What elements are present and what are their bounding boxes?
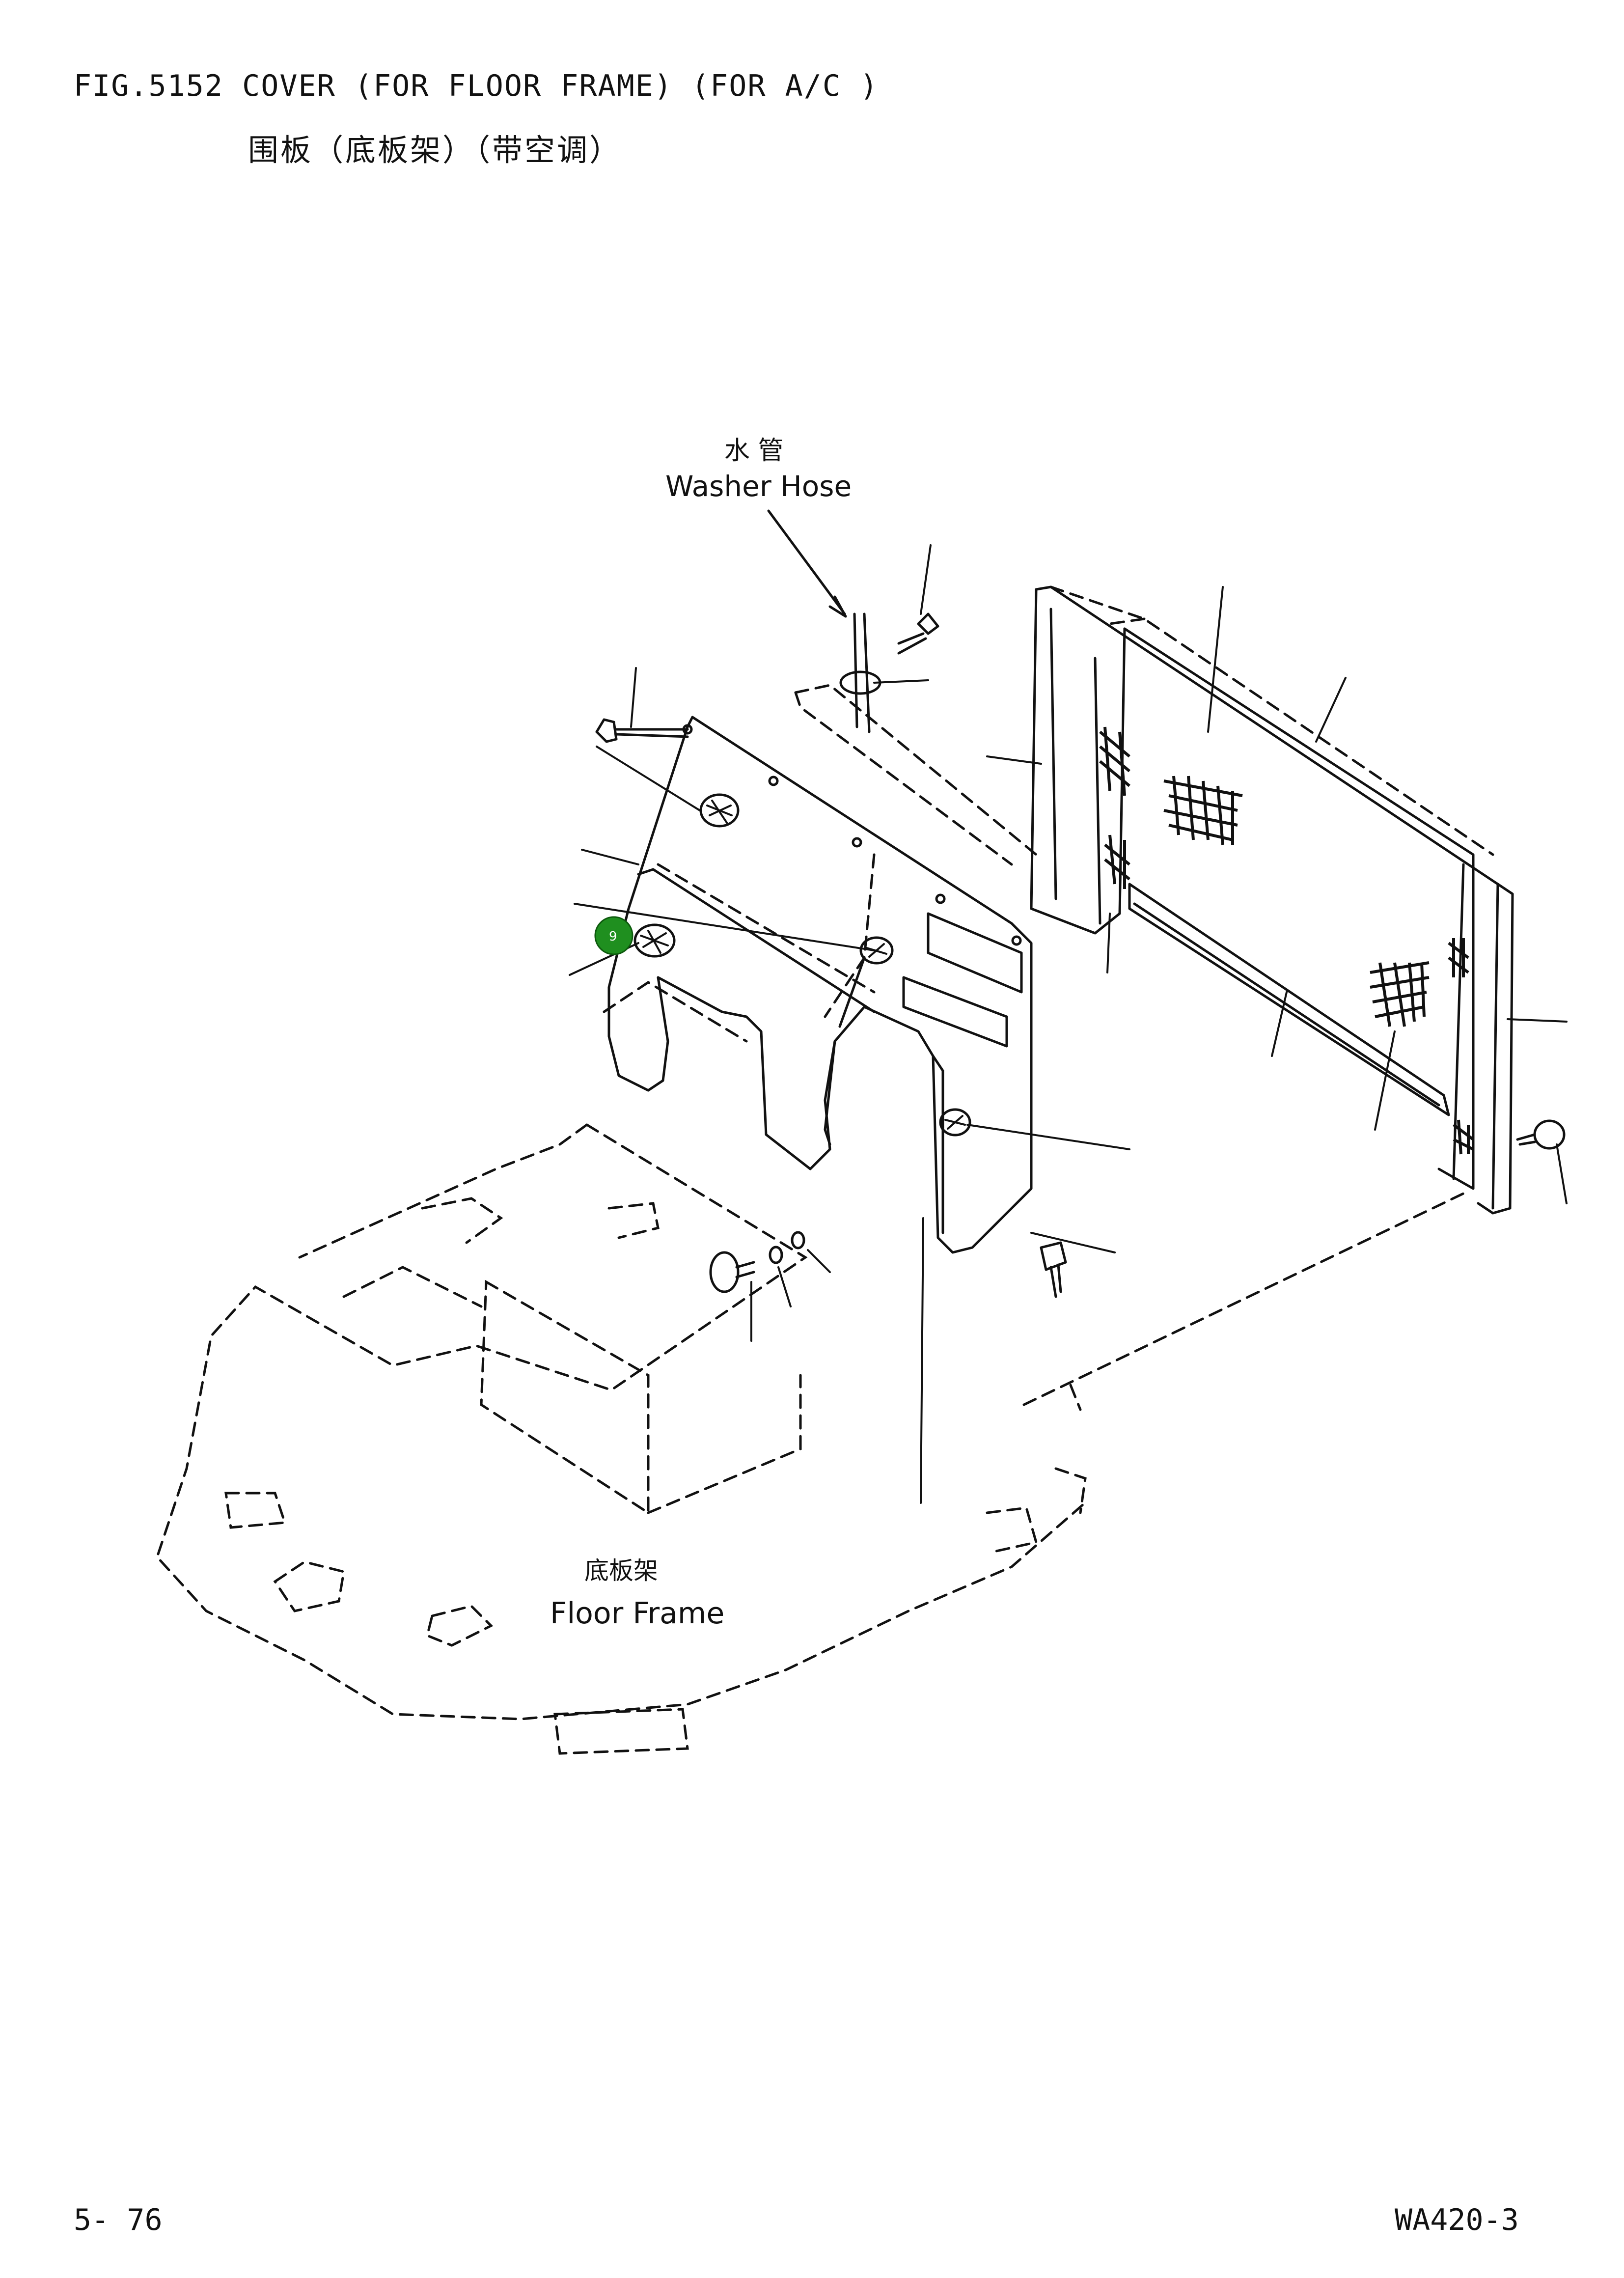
- mesh-panel-corner: [1104, 834, 1130, 889]
- mesh-panel-lower: [1370, 961, 1430, 1027]
- grommet-left: [633, 923, 676, 958]
- model-code: WA420-3: [1395, 2203, 1519, 2237]
- figure-title: FIG.5152 COVER (FOR FLOOR FRAME) (FOR A/…: [74, 69, 879, 103]
- mesh-panel-upper: [1163, 776, 1243, 845]
- hose-clamp: [794, 612, 1038, 866]
- mesh-panel-bottom-right: [1453, 1119, 1474, 1155]
- page-number: 5- 76: [74, 2203, 163, 2237]
- bolt-lower-center: [1040, 1241, 1067, 1298]
- grommet-lower: [939, 1108, 971, 1137]
- floor-frame-label-cn: 底板架: [584, 1556, 658, 1585]
- washer-hose-leader: [767, 509, 847, 618]
- bolt-right: [1516, 1119, 1566, 1150]
- floor-frame: [156, 1123, 1465, 1755]
- washer-hose-label-en: Washer Hose: [665, 470, 852, 503]
- mesh-panel-right: [1448, 938, 1469, 977]
- floor-frame-label-en: Floor Frame: [550, 1596, 724, 1631]
- mesh-panel-side: [1099, 726, 1130, 796]
- figure-subtitle: 围板（底板架）（带空调）: [248, 132, 622, 168]
- rear-frame-cover: [1030, 585, 1514, 1215]
- bolt-top-center: [897, 612, 939, 655]
- leader-lines: [569, 544, 1568, 1504]
- washer-hose-label-cn: 水 管: [724, 436, 784, 466]
- grommet-upper: [699, 793, 740, 828]
- front-cover-panel: [603, 716, 1033, 1254]
- knob-front: [709, 1231, 805, 1293]
- callout-hotspot-9[interactable]: 9: [594, 916, 633, 955]
- bolt-top-left: [595, 718, 689, 743]
- callout-hotspot-label: 9: [609, 929, 617, 944]
